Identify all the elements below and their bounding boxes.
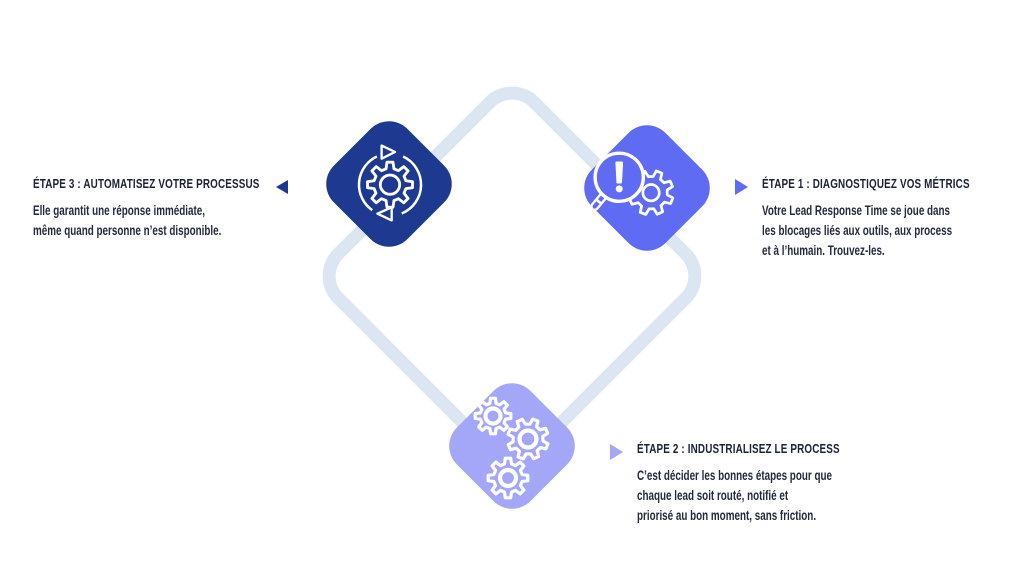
step2-arrow-icon: [610, 444, 623, 460]
step1-text-block: ÉTAPE 1 : DIAGNOSTIQUEZ VOS MÉTRICS Votr…: [762, 177, 1024, 261]
gear-sync-arrows-icon: [357, 144, 423, 222]
step3-title: ÉTAPE 3 : AUTOMATISEZ VOTRE PROCESSUS: [33, 176, 260, 191]
step2-text-block: ÉTAPE 2 : INDUSTRIALISEZ LE PROCESS C’es…: [637, 442, 937, 526]
step3-text-block: ÉTAPE 3 : AUTOMATISEZ VOTRE PROCESSUS El…: [33, 177, 373, 241]
step3-description: Elle garantit une réponse immédiate, mêm…: [33, 203, 222, 238]
three-gears-icon: [473, 396, 550, 500]
magnifier-alert-gear-icon: [590, 151, 675, 216]
step1-description: Votre Lead Response Time se joue dans le…: [762, 203, 953, 258]
step3-arrow-icon: [276, 180, 288, 194]
step1-title: ÉTAPE 1 : DIAGNOSTIQUEZ VOS MÉTRICS: [762, 176, 970, 191]
step1-arrow-icon: [735, 179, 748, 195]
step2-description: C’est décider les bonnes étapes pour que…: [637, 468, 832, 523]
step2-title: ÉTAPE 2 : INDUSTRIALISEZ LE PROCESS: [637, 441, 840, 456]
